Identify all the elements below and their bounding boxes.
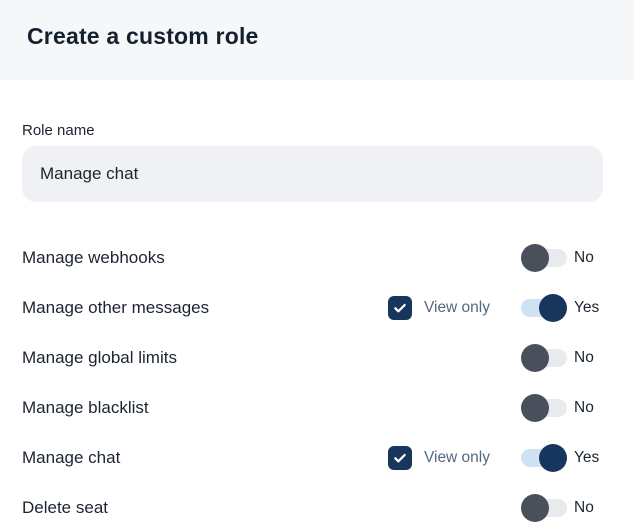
permissions-list: Manage webhooks View only No Manage othe…: [22, 233, 606, 525]
toggle-state-label: No: [574, 399, 594, 416]
permission-toggle[interactable]: [521, 294, 567, 322]
permission-toggle[interactable]: [521, 494, 567, 522]
view-only-checkbox[interactable]: [387, 446, 412, 470]
toggle-state-label: No: [574, 499, 594, 516]
role-name-label: Role name: [22, 122, 95, 139]
permission-label: Manage other messages: [22, 298, 210, 317]
view-only-group: View only: [387, 296, 490, 320]
permission-toggle[interactable]: [521, 244, 567, 272]
permission-controls: View only Yes: [387, 294, 606, 322]
dialog-title: Create a custom role: [27, 22, 259, 49]
permission-toggle[interactable]: [521, 444, 567, 472]
permission-toggle[interactable]: [521, 344, 567, 372]
toggle-state-label: Yes: [574, 449, 600, 466]
toggle-knob: [539, 294, 567, 322]
permission-row: Delete seat View only No: [22, 483, 606, 525]
toggle-state-label: Yes: [574, 299, 600, 316]
dialog-header: Create a custom role: [0, 0, 634, 80]
toggle-state-label: No: [574, 249, 594, 266]
permission-row: Manage other messages View only Yes: [22, 283, 606, 333]
view-only-checkbox[interactable]: [387, 296, 412, 320]
permission-controls: View only No: [521, 344, 606, 372]
permission-controls: View only No: [521, 394, 606, 422]
permission-controls: View only No: [521, 244, 606, 272]
permission-row: Manage global limits View only No: [22, 333, 606, 383]
permission-row: Manage blacklist View only No: [22, 383, 606, 433]
toggle-knob: [539, 444, 567, 472]
permission-label: Manage blacklist: [22, 398, 149, 417]
toggle-state-label: No: [574, 349, 594, 366]
view-only-label: View only: [423, 299, 490, 316]
role-name-input[interactable]: [22, 146, 603, 202]
permission-label: Manage webhooks: [22, 248, 165, 267]
permission-label: Manage chat: [22, 448, 121, 467]
permission-controls: View only No: [521, 494, 606, 522]
permission-label: Manage global limits: [22, 348, 177, 367]
toggle-knob: [521, 494, 549, 522]
toggle-knob: [521, 394, 549, 422]
checkmark-icon: [394, 303, 406, 313]
permission-controls: View only Yes: [387, 444, 606, 472]
toggle-knob: [521, 344, 549, 372]
permission-toggle[interactable]: [521, 394, 567, 422]
permission-label: Delete seat: [22, 498, 108, 517]
dialog-content: Role name Manage webhooks View only No M…: [0, 122, 634, 525]
permission-row: Manage chat View only Yes: [22, 433, 606, 483]
permission-row: Manage webhooks View only No: [22, 233, 606, 283]
checkmark-icon: [394, 453, 406, 463]
toggle-knob: [521, 244, 549, 272]
view-only-group: View only: [387, 446, 490, 470]
view-only-label: View only: [423, 449, 490, 466]
